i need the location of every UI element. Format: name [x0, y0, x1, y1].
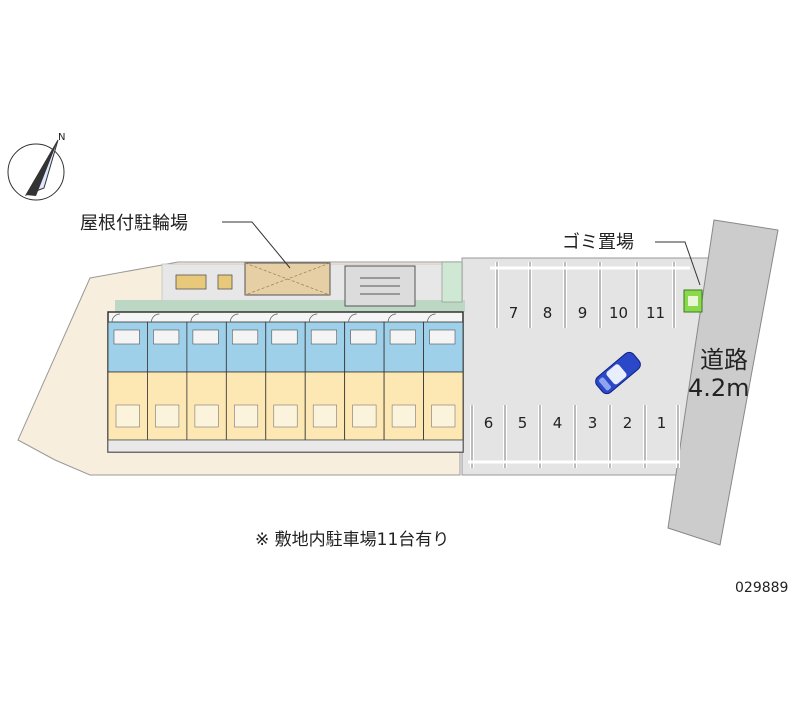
parking-number: 4	[553, 414, 563, 432]
parking-number: 10	[609, 304, 628, 322]
car-icon	[595, 351, 641, 395]
parking-number: 2	[623, 414, 633, 432]
parking-numbers-top: 7 8 9 10 11	[509, 304, 665, 322]
apartment-unit	[147, 313, 188, 441]
parking-note: ※ 敷地内駐車場11台有り	[255, 530, 449, 550]
apartment-unit	[344, 313, 385, 441]
parking-number: 9	[578, 304, 588, 322]
apartment-unit	[383, 313, 424, 441]
property-code: 029889	[735, 580, 788, 596]
garbage-leader-line	[655, 241, 701, 286]
apartment-building	[107, 311, 464, 453]
parking-number: 7	[509, 304, 519, 322]
parking-number: 5	[518, 414, 528, 432]
apartment-unit	[225, 313, 267, 441]
apartment-unit	[304, 313, 346, 441]
bicycle-parking	[175, 262, 331, 296]
stair-area	[441, 261, 463, 303]
entrance-structure	[344, 265, 416, 307]
garbage-box	[683, 289, 703, 313]
apartment-unit	[186, 313, 227, 441]
north-label: N	[58, 132, 65, 143]
apartment-unit	[107, 313, 148, 441]
garbage-label: ゴミ置場	[562, 232, 634, 253]
parking-numbers-bottom: 6 5 4 3 2 1	[484, 414, 667, 432]
bicycle-parking-label: 屋根付駐輪場	[80, 213, 188, 234]
parking-number: 8	[543, 304, 553, 322]
apartment-unit	[423, 313, 464, 441]
parking-number: 1	[657, 414, 667, 432]
road-name-label: 道路	[700, 346, 748, 374]
parking-number: 6	[484, 414, 494, 432]
apartment-unit	[265, 313, 306, 441]
bicycle-leader-line	[222, 221, 291, 269]
parking-number: 3	[588, 414, 598, 432]
parking-stall-lines	[468, 262, 690, 468]
parking-number: 11	[646, 304, 665, 322]
road	[667, 219, 779, 546]
north-compass-icon: N	[7, 132, 65, 201]
road-width-label: 4.2m	[688, 374, 750, 402]
